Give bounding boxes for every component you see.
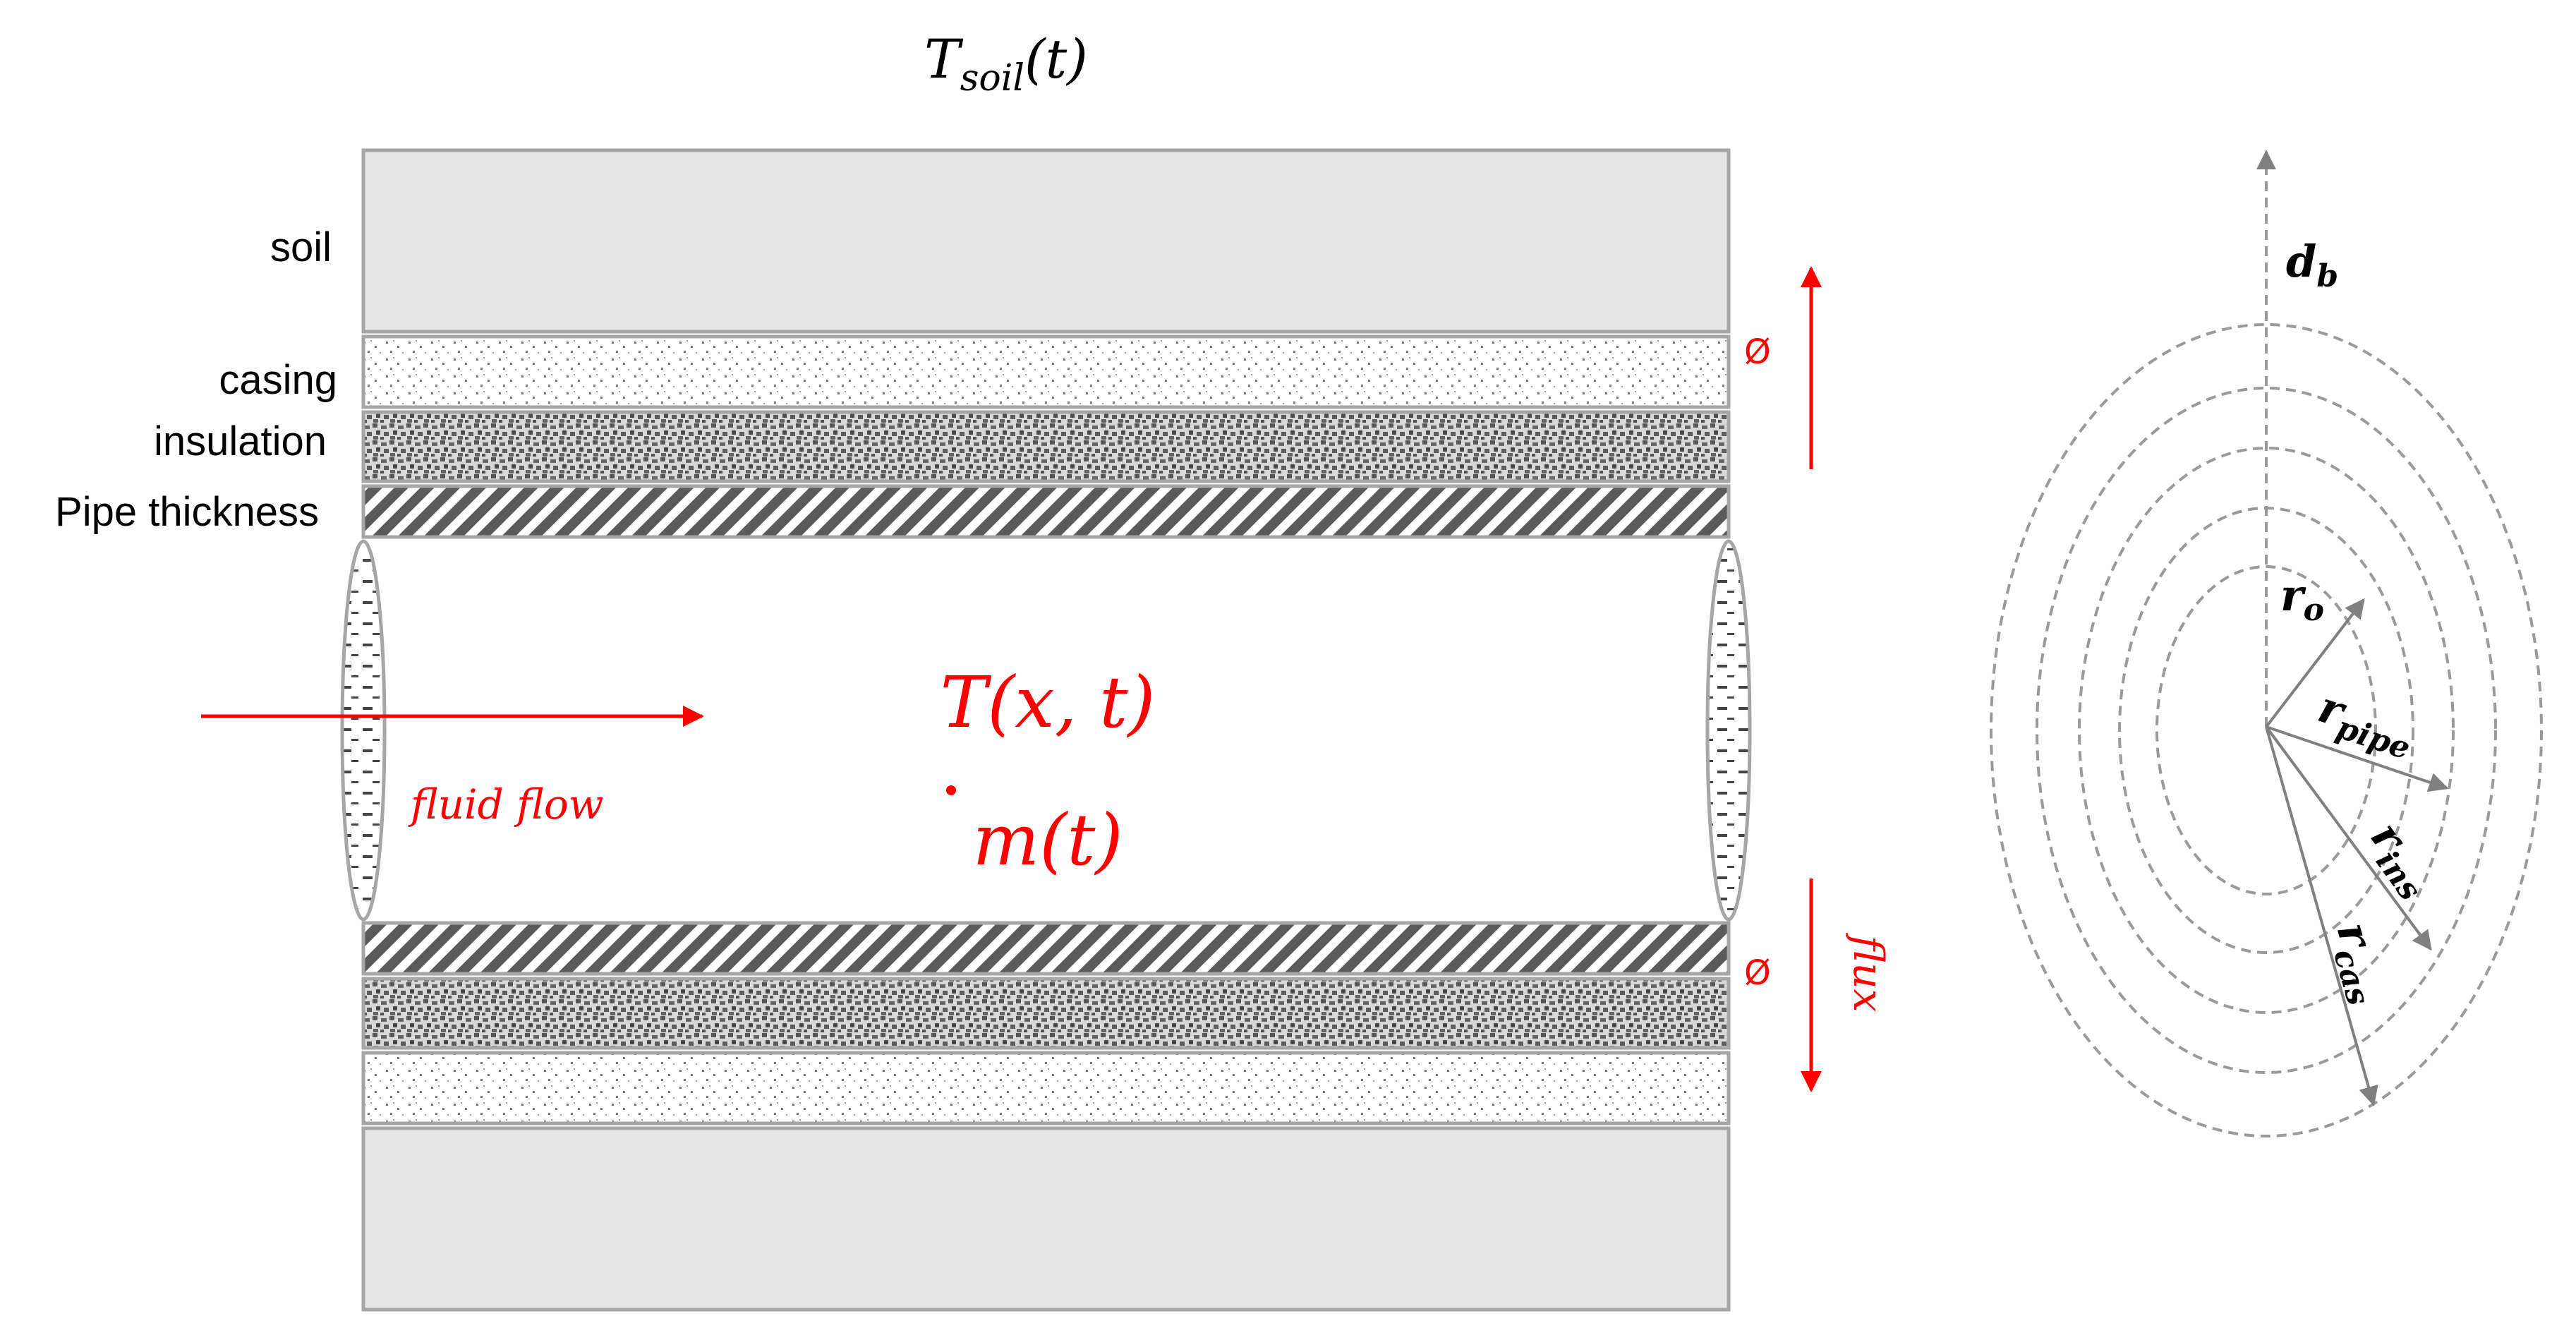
pipe-outlet-cap [1705,539,1752,922]
insulation-layer-bottom [361,977,1731,1050]
pipe-layers [340,148,1752,1312]
fluid-flow-label: fluid flow [408,780,603,828]
mass-flow-dot [946,785,956,795]
casing-layer-top [361,334,1731,409]
insulation-circle [2078,447,2455,1014]
flux-label: flux [1844,933,1892,1013]
pipe-wall-top [361,484,1731,539]
soil-layer-bottom [361,1126,1731,1312]
rcas-label: rcas [2320,917,2398,1009]
label-casing: casing [219,357,337,403]
pipe-inner-circle [2155,565,2377,895]
fluid-temperature-label: T(x, t) [941,661,1156,744]
outer-boundary-circle [1990,323,2543,1137]
rpipe-label: rpipe [2310,681,2421,767]
casing-layer-bottom [361,1051,1731,1125]
label-soil: soil [270,224,332,270]
label-pipe-thickness: Pipe thickness [55,489,319,535]
pipe-inlet-cap [340,539,387,922]
radial-cross-section [1990,150,2543,1137]
mass-flow-label: m(t) [972,799,1123,881]
pipe-wall-bottom [361,921,1731,976]
casing-circle [2036,387,2497,1074]
ro-arrow [2265,598,2365,728]
soil-layer-top [361,148,1731,334]
rcas-arrow [2265,726,2378,1106]
insulation-layer-top [361,410,1731,483]
null-symbol-bottom: Ø [1744,953,1771,993]
fluid-region [363,542,1729,919]
soil-temperature-title: Tsoil(t) [924,28,1088,99]
burial-depth-label: db [2286,236,2338,294]
rins-arrow [2265,725,2432,951]
rpipe-arrow [2266,725,2449,792]
null-symbol-top: Ø [1744,332,1771,372]
label-insulation: insulation [154,418,327,464]
ro-label: ro [2280,569,2324,628]
